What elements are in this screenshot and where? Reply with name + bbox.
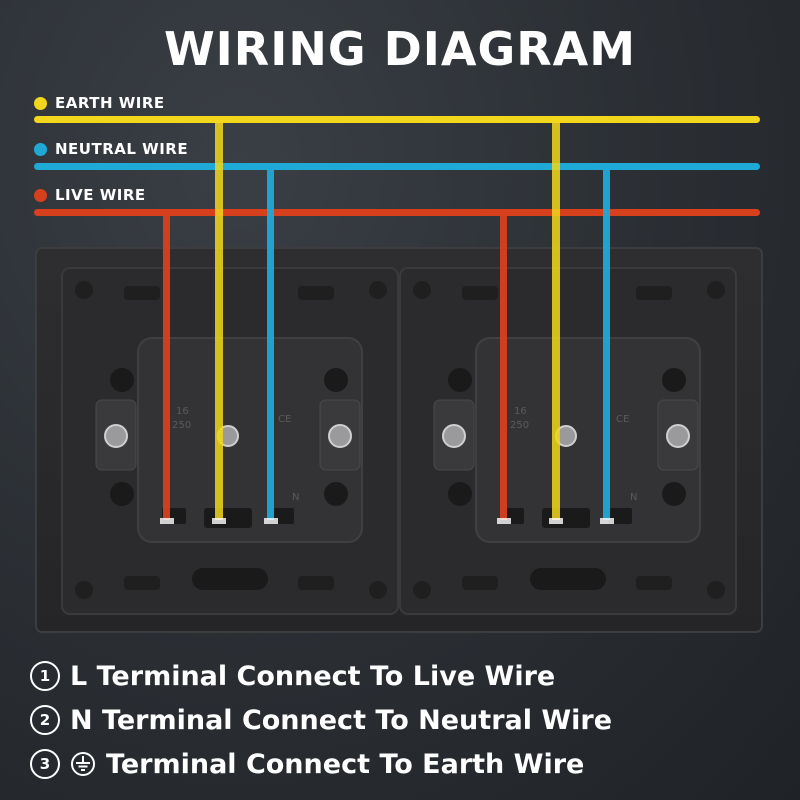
terminal-screw-icon (442, 424, 466, 448)
instruction-2: 2 N Terminal Connect To Neutral Wire (30, 698, 612, 742)
socket-module-left: 16 250 CE N (61, 267, 399, 615)
neutral-dot-icon (34, 142, 47, 156)
live-drop-left (163, 212, 170, 520)
earth-drop-right (552, 119, 560, 520)
instruction-2-text: N Terminal Connect To Neutral Wire (70, 704, 613, 736)
neutral-mark: N (292, 492, 299, 503)
number-badge-1: 1 (30, 661, 60, 691)
neutral-drop-left (267, 166, 274, 520)
earth-dot-icon (34, 96, 47, 110)
instruction-3: 3 Terminal Connect To Earth Wire (30, 742, 612, 786)
rating-amps: 16 (176, 406, 189, 417)
legend-neutral-label: NEUTRAL WIRE (55, 140, 189, 158)
neutral-mark: N (630, 492, 637, 503)
live-bus-wire (34, 209, 760, 216)
legend-live-label: LIVE WIRE (55, 186, 146, 204)
terminal-screw-icon (328, 424, 352, 448)
ce-mark: CE (616, 414, 629, 425)
earth-ground-icon (70, 751, 96, 777)
ce-mark: CE (278, 414, 291, 425)
number-badge-3: 3 (30, 749, 60, 779)
neutral-drop-right (603, 166, 610, 520)
rating-amps: 16 (514, 406, 527, 417)
live-drop-right (500, 212, 507, 520)
instruction-1: 1 L Terminal Connect To Live Wire (30, 654, 612, 698)
number-badge-2: 2 (30, 705, 60, 735)
rating-volts: 250 (172, 420, 191, 431)
neutral-bus-wire (34, 163, 760, 170)
legend-earth: EARTH WIRE (34, 94, 165, 112)
instruction-3-text: Terminal Connect To Earth Wire (106, 748, 585, 780)
live-dot-icon (34, 188, 47, 202)
instruction-1-text: L Terminal Connect To Live Wire (70, 660, 556, 692)
legend-live: LIVE WIRE (34, 186, 146, 204)
socket-module-right: 16 250 CE N (399, 267, 737, 615)
legend-neutral: NEUTRAL WIRE (34, 140, 188, 158)
earth-drop-left (215, 119, 223, 520)
earth-bus-wire (34, 116, 760, 123)
terminal-screw-icon (104, 424, 128, 448)
terminal-screw-icon (666, 424, 690, 448)
instruction-list: 1 L Terminal Connect To Live Wire 2 N Te… (30, 654, 612, 786)
legend-earth-label: EARTH WIRE (55, 94, 165, 112)
rating-volts: 250 (510, 420, 529, 431)
page-title: WIRING DIAGRAM (163, 22, 637, 76)
